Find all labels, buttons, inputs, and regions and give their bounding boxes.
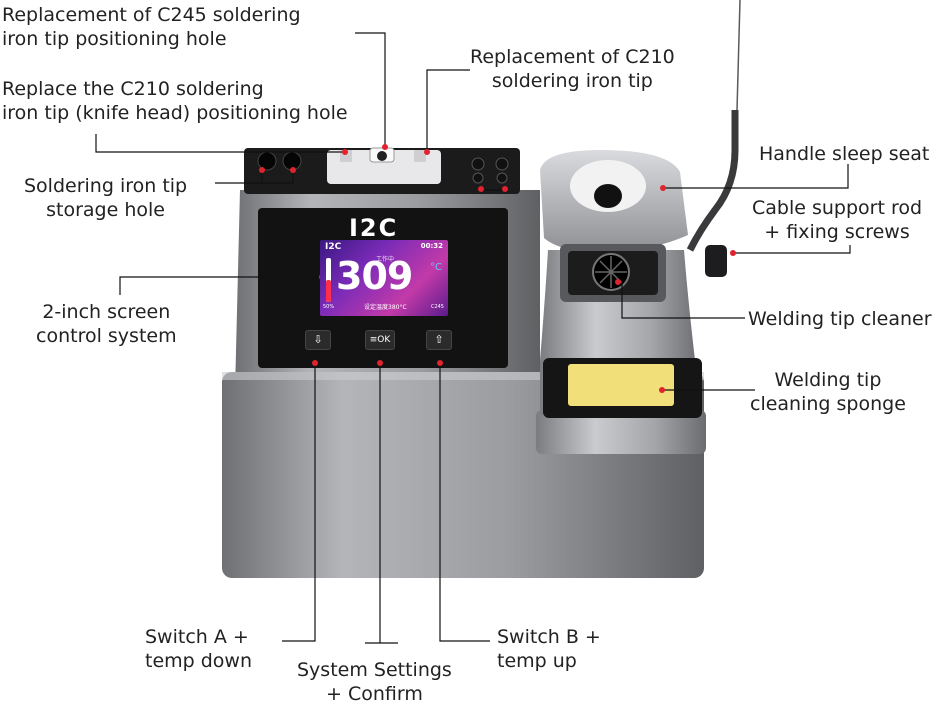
callout-tip-storage: Soldering iron tip storage hole	[24, 175, 188, 221]
callout-tip-cleaner: Welding tip cleaner	[748, 308, 932, 330]
device-logo: I2C	[349, 214, 399, 242]
temp-down-button[interactable]: ⇩	[305, 330, 331, 350]
callout-c210-knife-hole: Replace the C210 soldering iron tip (kni…	[2, 78, 348, 124]
screen-brand: I2C	[325, 242, 342, 252]
callout-switch-b: Switch B + temp up	[497, 626, 601, 672]
screen-set-temp: 设定温度380°C	[364, 304, 407, 311]
callout-cleaning-sponge: Welding tip cleaning sponge	[750, 369, 906, 415]
screen-temperature: 309	[336, 254, 413, 298]
cable-support-rod	[686, 110, 739, 252]
callout-c210-tip: Replacement of C210 soldering iron tip	[470, 46, 675, 92]
lcd-screen: I2C 00:32 工作中 309 °C 设定温度380°C 50% C245	[320, 240, 448, 316]
power-bar-fill	[326, 280, 331, 302]
screen-tip-model: C245	[430, 304, 444, 310]
cleaning-sponge	[568, 364, 674, 406]
screen-unit: °C	[430, 262, 442, 273]
fixing-screw	[705, 245, 727, 277]
temp-up-button[interactable]: ⇧	[426, 330, 452, 350]
tip-holder-plate	[327, 150, 441, 184]
callout-handle-seat: Handle sleep seat	[759, 143, 930, 165]
ok-button[interactable]: ≡OK	[365, 330, 395, 350]
stand-base	[536, 410, 706, 454]
callout-c245-hole: Replacement of C245 soldering iron tip p…	[2, 4, 301, 50]
callout-switch-a: Switch A + temp down	[145, 626, 253, 672]
screen-mode: 工作中	[376, 256, 395, 263]
screen-power-percent: 50%	[323, 304, 335, 310]
callout-cable-rod: Cable support rod + fixing screws	[752, 197, 923, 243]
screen-clock: 00:32	[420, 242, 443, 250]
callout-screen-system: 2-inch screen control system	[36, 301, 177, 347]
callout-system-settings: System Settings + Confirm	[297, 659, 452, 705]
